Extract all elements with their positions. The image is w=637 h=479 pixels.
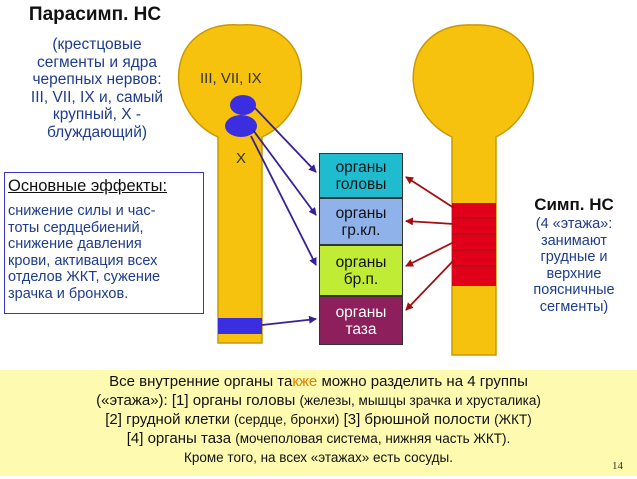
effects-line: зрачка и бронхов. <box>8 285 129 302</box>
sacral-segment <box>218 318 262 334</box>
summary-line: («этажа»): [1] органы головы (железы, мы… <box>10 391 627 410</box>
desc-line: поясничные <box>533 282 615 299</box>
sympathetic-description: (4 «этажа»: занимают грудные и верхние п… <box>514 216 634 316</box>
summary-fragment: [2] грудной клетки <box>105 411 234 428</box>
summary-fragment: («этажа»): [1] органы головы <box>96 392 300 409</box>
parasympathetic-description: (крестцовые сегменты и ядра черепных нер… <box>8 36 186 141</box>
summary-fragment: можно разделить на 4 группы <box>317 373 528 390</box>
arrow-vagus-to-chest <box>252 129 317 216</box>
summary-fragment: [3] брюшной полости <box>339 411 495 428</box>
summary-fragment: (железы, мышцы зрачка и хрусталика) <box>299 393 541 408</box>
desc-line: (крестцовые <box>52 36 142 53</box>
organ-line: органы <box>335 253 387 271</box>
effects-heading: Основные эффекты: <box>8 177 168 195</box>
sympathetic-segments <box>452 203 496 286</box>
arrow-sacral-to-pelvis <box>261 315 317 326</box>
arrow-vagus-to-abdomen <box>250 135 317 266</box>
parasympathetic-cord <box>177 24 303 344</box>
organ-line: гр.кл. <box>341 221 381 239</box>
desc-line: сегменты) <box>539 298 609 315</box>
summary-line: [2] грудной клетки (сердце, бронхи) [3] … <box>10 410 627 429</box>
arrow-symp-to-head <box>405 176 455 209</box>
organ-line: органы <box>335 303 387 321</box>
summary-line: [4] органы таза (мочеполовая система, ни… <box>10 429 627 448</box>
desc-line: грудные и <box>540 249 608 266</box>
summary-line: Кроме того, на всех «этажах» есть сосуды… <box>184 450 453 465</box>
summary-fragment: [4] органы таза <box>126 430 236 447</box>
vagus-nucleus <box>225 115 257 137</box>
summary-text: Все внутренние органы также можно раздел… <box>10 372 627 467</box>
summary-fragment: (сердце, бронхи) <box>234 412 340 427</box>
summary-fragment: Все внутренние органы та <box>109 373 293 390</box>
effects-line: снижение силы и час- <box>8 203 156 219</box>
summary-band <box>0 370 637 476</box>
organ-line: органы <box>335 204 387 222</box>
page-number: 14 <box>612 460 623 472</box>
effects-text: снижение силы и час- тоты сердцебиений, … <box>8 203 203 303</box>
desc-line: черепных нервов: <box>32 71 162 88</box>
organ-line: органы <box>335 158 387 176</box>
arrow-symp-to-chest <box>405 217 455 226</box>
effects-line: снижение давления <box>8 236 142 253</box>
desc-line: III, VII, IX и, самый <box>30 88 164 106</box>
organ-line: бр.п. <box>343 270 379 288</box>
vagus-label: X <box>236 150 247 167</box>
cranial-nerves-label: III, VII, IX <box>200 70 262 87</box>
desc-line: сегменты и ядра <box>36 53 158 71</box>
effects-line: отделов ЖКТ, сужение <box>8 269 161 286</box>
sympathetic-cord <box>412 24 535 356</box>
arrow-cranial-to-head <box>254 107 317 173</box>
summary-line: Все внутренние органы также можно раздел… <box>10 372 627 391</box>
effects-box <box>4 172 204 314</box>
summary-fragment: (мочеполовая система, нижняя часть ЖКТ). <box>235 431 511 446</box>
parasympathetic-title: Парасимп. НС <box>28 4 162 25</box>
effects-line: крови, активация всех <box>8 252 158 269</box>
desc-line: занимают <box>540 232 608 249</box>
summary-highlight: кже <box>292 373 318 390</box>
desc-line: крупный, X - <box>52 106 142 123</box>
organ-line: таза <box>345 320 377 338</box>
desc-line: блуждающий) <box>46 123 148 141</box>
arrow-symp-to-pelvis <box>405 259 455 311</box>
organ-line: головы <box>335 175 387 193</box>
arrow-symp-to-abdomen <box>405 241 455 267</box>
sympathetic-title: Симп. НС <box>534 195 614 214</box>
desc-line: верхние <box>546 265 602 282</box>
desc-line: (4 «этажа»: <box>535 216 613 232</box>
cranial-nucleus-upper <box>230 95 256 115</box>
summary-fragment: (ЖКТ) <box>494 412 532 427</box>
effects-line: тоты сердцебиений, <box>8 219 144 236</box>
